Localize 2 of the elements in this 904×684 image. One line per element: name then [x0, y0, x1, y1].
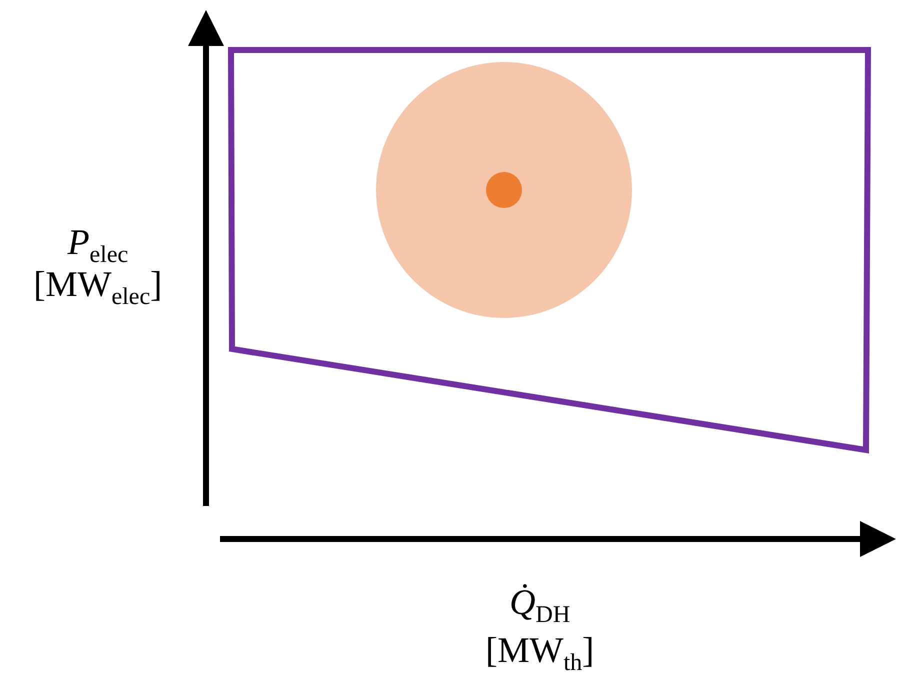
axis-unit: [MW$_{th}$]: [486, 630, 594, 678]
axis-symbol: Q̇$_{DH}$: [510, 582, 570, 630]
